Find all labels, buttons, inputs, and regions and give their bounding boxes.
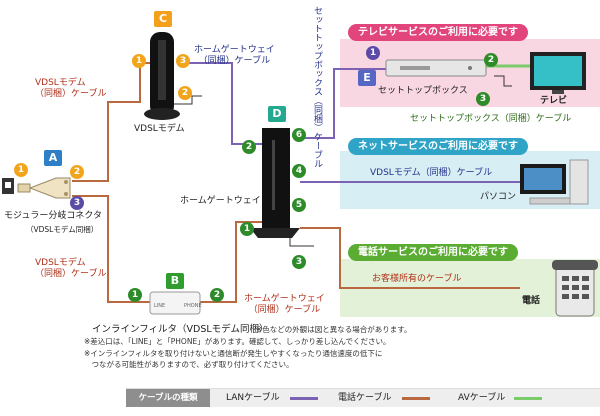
note-line-2: ※インラインフィルタを取り付けないと通信断が発生しやすくなったり通信速度の低下に	[84, 349, 383, 358]
splitter-port-3: 3	[70, 196, 84, 210]
tv-icon	[530, 52, 586, 94]
legend-av-swatch	[514, 397, 542, 400]
svg-text:LINE: LINE	[154, 303, 165, 309]
filter-port-2: 2	[210, 288, 224, 302]
inline-filter-note: ※色などの外観は図と異なる場合があります。	[256, 325, 412, 334]
vdsl-modem-icon	[144, 32, 180, 120]
phone-icon	[552, 260, 598, 317]
badge-d: D	[268, 106, 286, 122]
note-line-1: ※差込口は、「LINE」と「PHONE」があります。確認して、しっかり差し込んで…	[84, 337, 391, 346]
modular-splitter-icon	[17, 177, 71, 199]
svg-text:PHONE: PHONE	[184, 303, 202, 309]
modular-splitter-label: モジュラー分岐コネクタ	[4, 211, 103, 221]
phone-label: 電話	[522, 296, 541, 306]
phone-cable-label: お客様所有のケーブル	[372, 274, 462, 284]
stb-port-3: 3	[476, 92, 490, 106]
stb-av-cable-label: セットトップボックス（同梱）ケーブル	[410, 114, 572, 124]
hgw-port-5: 5	[292, 198, 306, 212]
hgw-cable-bottom-label: ホームゲートウェイ （同梱）ケーブル	[244, 294, 325, 315]
splitter-port-1: 1	[14, 163, 28, 177]
tv-label: テレビ	[540, 96, 568, 106]
stb-port-2: 2	[484, 53, 498, 67]
badge-a: A	[44, 150, 62, 166]
hgw-port-3: 3	[292, 255, 306, 269]
stb-label: セットトップボックス	[378, 86, 468, 96]
badge-b: B	[166, 273, 184, 289]
legend: ケーブルの種類 LANケーブル 電話ケーブル AVケーブル	[126, 388, 600, 407]
legend-lan-label: LANケーブル	[226, 393, 280, 403]
legend-av-label: AVケーブル	[458, 393, 506, 403]
hgw-port-4: 4	[292, 164, 306, 178]
modem-port-2: 2	[178, 86, 192, 100]
vdsl-cable-top-label: VDSLモデム （同梱）ケーブル	[35, 78, 107, 99]
vdsl-cable-bottom-label: VDSLモデム （同梱）ケーブル	[35, 258, 107, 279]
vdsl-modem-label: VDSLモデム	[134, 124, 185, 134]
phone-panel-title: 電話サービスのご利用に必要です	[348, 244, 518, 261]
tv-panel-title: テレビサービスのご利用に必要です	[348, 24, 528, 41]
badge-c: C	[154, 11, 172, 27]
home-gateway-icon	[250, 128, 300, 238]
net-panel-title: ネットサービスのご利用に必要です	[348, 138, 528, 155]
badge-e: E	[358, 70, 376, 86]
pc-icon	[520, 159, 589, 205]
modem-port-3: 3	[176, 54, 190, 68]
hgw-port-2: 2	[242, 140, 256, 154]
home-gateway-label: ホームゲートウェイ	[180, 196, 261, 206]
hgw-port-1: 1	[240, 222, 254, 236]
stb-port-1: 1	[366, 46, 380, 60]
legend-lan-swatch	[290, 397, 318, 400]
wall-jack-icon	[2, 178, 14, 194]
hgw-port-6: 6	[292, 128, 306, 142]
filter-port-1: 1	[128, 288, 142, 302]
splitter-port-2: 2	[70, 165, 84, 179]
inline-filter-icon: LINE PHONE	[149, 291, 202, 315]
hgw-cable-label: ホームゲートウェイ （同梱）ケーブル	[194, 45, 275, 66]
legend-phone-label: 電話ケーブル	[338, 393, 392, 403]
legend-title: ケーブルの種類	[126, 389, 210, 407]
set-top-box-icon	[385, 59, 487, 77]
note-line-3: つながる可能性がありますので、必ず取り付けてください。	[84, 360, 294, 369]
net-cable-label: VDSLモデム（同梱）ケーブル	[370, 168, 493, 178]
inline-filter-label: インラインフィルタ（VDSLモデム同梱）	[92, 324, 269, 335]
legend-phone-swatch	[402, 397, 430, 400]
modular-splitter-sub-label: （VDSLモデム同梱）	[26, 225, 99, 234]
stb-cable-vertical-label: セットトップボックス（同梱）ケーブル	[312, 6, 322, 168]
pc-label: パソコン	[480, 192, 517, 202]
modem-port-1: 1	[132, 54, 146, 68]
